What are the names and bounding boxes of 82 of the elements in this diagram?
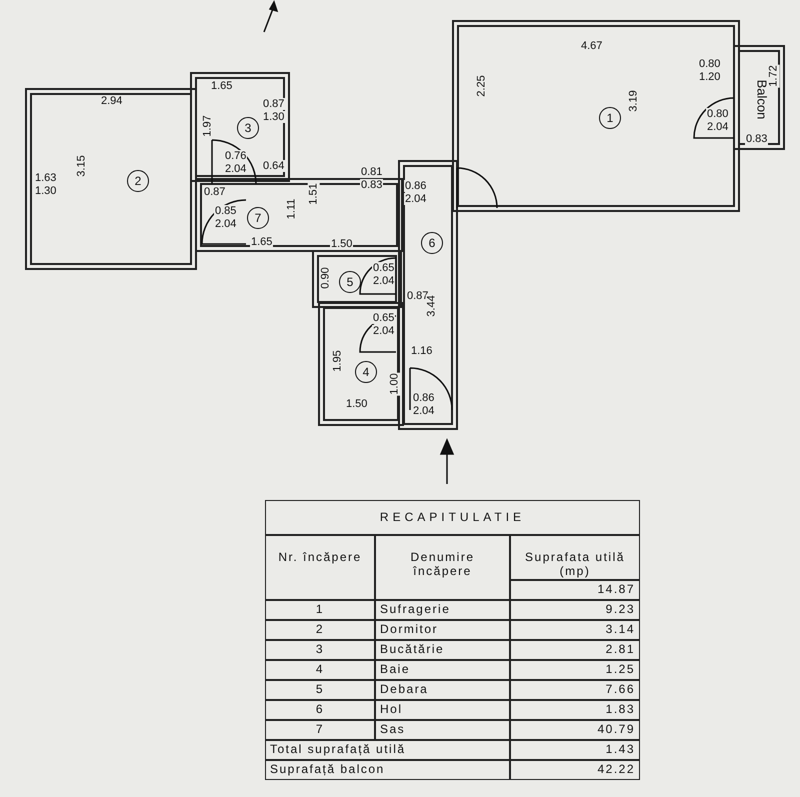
table-cell: 6	[265, 700, 375, 720]
table-cell: Dormitor	[375, 620, 510, 640]
dimension-label: 0.87	[406, 290, 430, 302]
table-cell: Sufragerie	[375, 600, 510, 620]
dimension-label: 0.65	[372, 262, 396, 274]
dimension-label: 1.63	[34, 172, 58, 184]
dimension-label: 1.11	[285, 198, 298, 220]
dimension-label: 0.65	[372, 312, 396, 324]
table-cell: 9.23	[510, 600, 640, 620]
dimension-label: 2.04	[372, 325, 396, 337]
dimension-label: 2.04	[706, 121, 730, 133]
dimension-label: 2.04	[214, 218, 238, 230]
table-cell: Denumire încăpere	[375, 535, 510, 600]
dimension-label: 4.67	[580, 40, 604, 52]
dimension-label: 3.19	[628, 89, 640, 113]
dimension-label: 0.83	[360, 179, 384, 191]
dimension-label: 2.04	[404, 193, 428, 205]
dimension-label: 2.04	[412, 405, 436, 417]
dimension-label: 0.86	[412, 392, 436, 404]
table-cell: 3.14	[510, 620, 640, 640]
dimension-label: 2.04	[372, 275, 396, 287]
dimension-label: 0.64	[262, 160, 286, 172]
dimension-label: 0.81	[360, 166, 384, 178]
room-number: 7	[247, 207, 269, 229]
dimension-label: 0.76	[224, 150, 248, 162]
dimension-label: 0.87	[262, 98, 286, 110]
table-title: RECAPITULATIE	[265, 500, 640, 535]
table-cell: Nr. încăpere	[265, 535, 375, 600]
dimension-label: 1.65	[250, 236, 274, 248]
dimension-label: 0.86	[404, 180, 428, 192]
table-cell: 1.25	[510, 660, 640, 680]
table-cell: Bucătărie	[375, 640, 510, 660]
dimension-label: 2.04	[224, 163, 248, 175]
table-cell: 7	[265, 720, 375, 740]
dimension-label: 0.85	[214, 205, 238, 217]
room-number: 2	[127, 170, 149, 192]
table-cell: 7.66	[510, 680, 640, 700]
room-number: 1	[599, 107, 621, 129]
table-cell: Suprafață balcon	[265, 760, 510, 780]
table-cell: Baie	[375, 660, 510, 680]
dimension-label: 1.30	[34, 185, 58, 197]
room-number: 5	[339, 271, 361, 293]
dimension-label: 0.80	[706, 108, 730, 120]
table-cell: 2.81	[510, 640, 640, 660]
dimension-label: 0.87	[203, 186, 226, 198]
dimension-label: 1.65	[210, 80, 234, 92]
table-cell: Suprafata utilă (mp)	[510, 535, 640, 580]
table-cell: 2	[265, 620, 375, 640]
dimension-label: 2.25	[476, 74, 488, 98]
room-number: 4	[355, 361, 377, 383]
dimension-label: 0.80	[698, 58, 722, 70]
table-cell: 4	[265, 660, 375, 680]
dimension-label: 0.83	[745, 133, 768, 145]
dimension-label: 1.16	[410, 345, 434, 357]
room-number: 6	[421, 232, 443, 254]
table-cell: 14.87	[510, 580, 640, 600]
dimension-label: 1.00	[388, 372, 401, 396]
table-cell: 5	[265, 680, 375, 700]
table-cell: Sas	[375, 720, 510, 740]
dimension-label: 1.50	[330, 238, 354, 250]
room-name: Balcon	[754, 80, 770, 120]
table-cell: Hol	[375, 700, 510, 720]
table-cell: 42.22	[510, 760, 640, 780]
table-cell: Total suprafață utilă	[265, 740, 510, 760]
dimension-label: 3.15	[76, 154, 88, 178]
dimension-label: 1.20	[698, 71, 722, 83]
dimension-label: 1.50	[345, 398, 368, 410]
dimension-label: 1.51	[308, 182, 320, 206]
table-cell: 3	[265, 640, 375, 660]
table-cell: 1.43	[510, 740, 640, 760]
table-cell: 40.79	[510, 720, 640, 740]
dimension-label: 1.72	[768, 64, 780, 88]
dimension-label: 1.97	[202, 114, 214, 138]
room-number: 3	[237, 117, 259, 139]
dimension-label: 0.90	[320, 266, 332, 290]
dimension-label: 2.94	[100, 95, 124, 107]
table-cell: Debara	[375, 680, 510, 700]
table-cell: 1.83	[510, 700, 640, 720]
dimension-label: 1.95	[332, 349, 344, 373]
dimension-label: 1.30	[262, 111, 286, 123]
dimension-label: 3.44	[426, 294, 438, 318]
table-cell: 1	[265, 600, 375, 620]
